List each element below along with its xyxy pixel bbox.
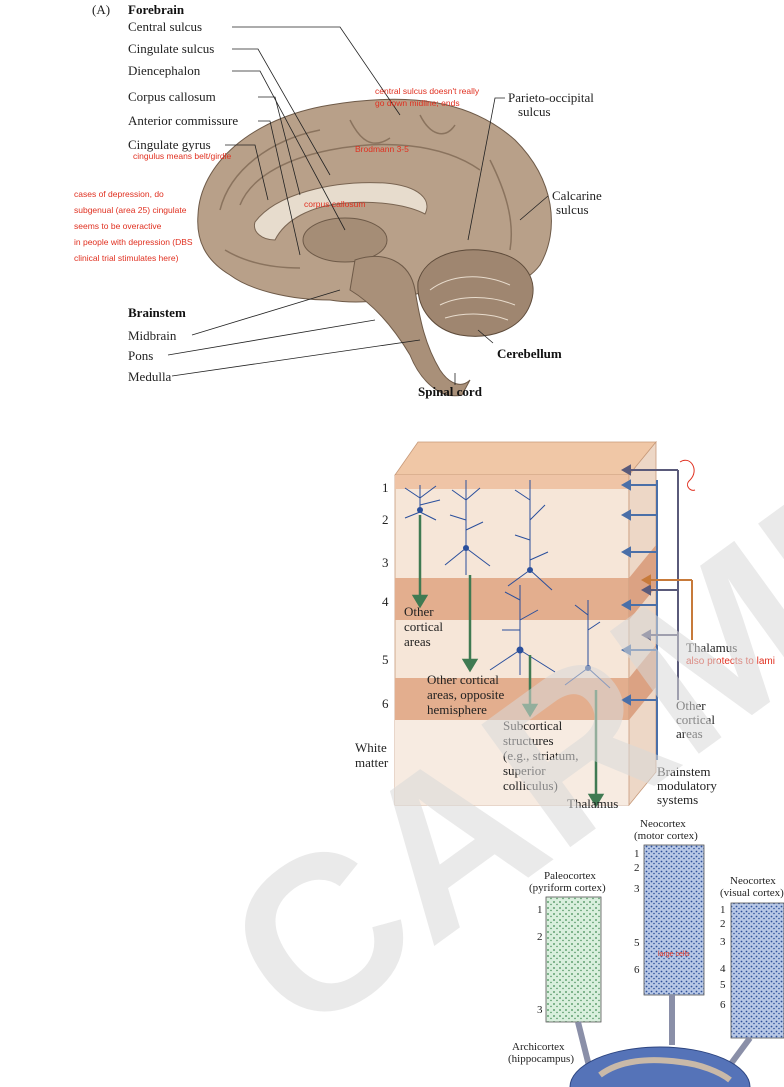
motor-cortex-column: [643, 844, 705, 996]
note-depression-5: clinical trial stimulates here): [74, 253, 179, 263]
motor-layer-number: 5: [634, 937, 640, 949]
thalamus-input-label: Thalamus: [686, 640, 737, 655]
paleocortex-subtitle: (pyriform cortex): [529, 882, 606, 894]
paleocortex-column: [545, 896, 602, 1023]
other-cortical-label: cortical: [404, 619, 443, 634]
panel-a-leaders: [167, 26, 549, 385]
other-cortical-label: Other: [404, 604, 434, 619]
opposite-hemisphere-label: Other cortical: [427, 672, 499, 687]
input-arrows: [620, 464, 693, 760]
subcortical-label: superior: [503, 763, 546, 778]
other-areas-label: cortical: [676, 712, 715, 727]
note-depression-1: cases of depression, do: [74, 189, 164, 199]
visual-layer-number: 5: [720, 979, 726, 991]
note-depression-2: subgenual (area 25) cingulate: [74, 205, 187, 215]
visual-layer-number: 2: [720, 918, 726, 930]
motor-layer-number: 2: [634, 862, 640, 874]
visual-cortex-column: [730, 902, 784, 1039]
motor-layer-number: 3: [634, 883, 640, 895]
other-cortical-label: areas: [404, 634, 431, 649]
layer-number: 6: [382, 696, 389, 711]
subcortical-label: (e.g., striatum,: [503, 748, 578, 763]
layer-number: 2: [382, 512, 389, 527]
motor-layer-number: 1: [634, 848, 640, 860]
thalamus-note: also protects to lami: [686, 656, 775, 667]
cerebellum-shape: [417, 249, 534, 337]
white-matter-label: White: [355, 740, 387, 755]
visual-layer-number: 1: [720, 904, 726, 916]
note-central-sulcus-1: central sulcus doesn't really: [375, 86, 480, 96]
neocortex-motor-subtitle: (motor cortex): [634, 830, 698, 842]
panel-b: 1 2 3 4 5 6 White matter Other cortical …: [355, 440, 775, 811]
subcortical-label: colliculus): [503, 778, 558, 793]
corpus-callosum-shape: [253, 182, 428, 241]
panel-letter: (A): [92, 2, 110, 17]
neocortex-motor-title: Neocortex: [640, 818, 686, 830]
visual-layer-number: 3: [720, 936, 726, 948]
pyramidal-neurons: [404, 480, 611, 689]
label-cingulate-gyrus: Cingulate gyrus: [128, 137, 211, 152]
label-corpus-callosum: Corpus callosum: [128, 89, 216, 104]
visual-layer-number: 4: [720, 963, 726, 975]
label-anterior-commissure: Anterior commissure: [128, 113, 238, 128]
visual-layer-number: 6: [720, 999, 726, 1011]
panel-a: (A) Forebrain Central sulcus Cingulate s…: [74, 2, 602, 399]
label-cingulate-sulcus: Cingulate sulcus: [128, 41, 214, 56]
white-matter-label: matter: [355, 755, 389, 770]
label-spinal-cord: Spinal cord: [418, 384, 483, 399]
layer-number: 1: [382, 480, 389, 495]
diencephalon-shape: [302, 217, 388, 263]
brainstem-systems-label: systems: [657, 792, 698, 807]
paleo-layer-number: 3: [537, 1004, 543, 1016]
archicortex-subtitle: (hippocampus): [508, 1053, 574, 1065]
brain-bottom-shape: [569, 1046, 751, 1087]
label-pons: Pons: [128, 348, 153, 363]
label-central-sulcus: Central sulcus: [128, 19, 202, 34]
brainstem-shape: [349, 256, 471, 397]
note-cingulus: cingulus means belt/girdle: [133, 151, 232, 161]
other-areas-label: areas: [676, 726, 703, 741]
neocortex-visual-title: Neocortex: [730, 875, 776, 887]
label-cerebellum: Cerebellum: [497, 346, 562, 361]
paleo-layer-number: 2: [537, 931, 543, 943]
label-parieto-occipital-1: Parieto-occipital: [508, 90, 594, 105]
note-central-sulcus-2: go down midline; ends: [375, 98, 460, 108]
label-brainstem: Brainstem: [128, 305, 186, 320]
output-arrows: [411, 515, 605, 808]
other-areas-label: Other: [676, 698, 706, 713]
subcortical-label: structures: [503, 733, 554, 748]
label-midbrain: Midbrain: [128, 328, 177, 343]
opposite-hemisphere-label: areas, opposite: [427, 687, 504, 702]
note-brodmann: Brodmann 3-5: [355, 144, 409, 154]
thalamus-output-label: Thalamus: [567, 796, 618, 811]
label-parieto-occipital-2: sulcus: [518, 104, 551, 119]
layer-number: 4: [382, 594, 389, 609]
note-corpus-callosum: corpus callosum: [304, 199, 365, 209]
brainstem-systems-label: modulatory: [657, 778, 717, 793]
label-calcarine-2: sulcus: [556, 202, 589, 217]
paleocortex-title: Paleocortex: [544, 870, 596, 882]
opposite-hemisphere-label: hemisphere: [427, 702, 487, 717]
forebrain-heading: Forebrain: [128, 2, 185, 17]
label-calcarine-1: Calcarine: [552, 188, 602, 203]
archicortex-title: Archicortex: [512, 1041, 565, 1053]
paleo-layer-number: 1: [537, 904, 543, 916]
brainstem-systems-label: Brainstem: [657, 764, 710, 779]
motor-layer-number: 6: [634, 964, 640, 976]
motor-note: large cells: [658, 951, 690, 958]
note-depression-3: seems to be overactive: [74, 221, 162, 231]
neocortex-visual-subtitle: (visual cortex): [720, 887, 784, 899]
subcortical-label: Subcortical: [503, 718, 563, 733]
layer-number: 3: [382, 555, 389, 570]
layer-number: 5: [382, 652, 389, 667]
note-depression-4: in people with depression (DBS: [74, 237, 193, 247]
label-medulla: Medulla: [128, 369, 172, 384]
label-diencephalon: Diencephalon: [128, 63, 201, 78]
panel-c: Neocortex (motor cortex) Paleocortex (py…: [508, 818, 784, 1087]
